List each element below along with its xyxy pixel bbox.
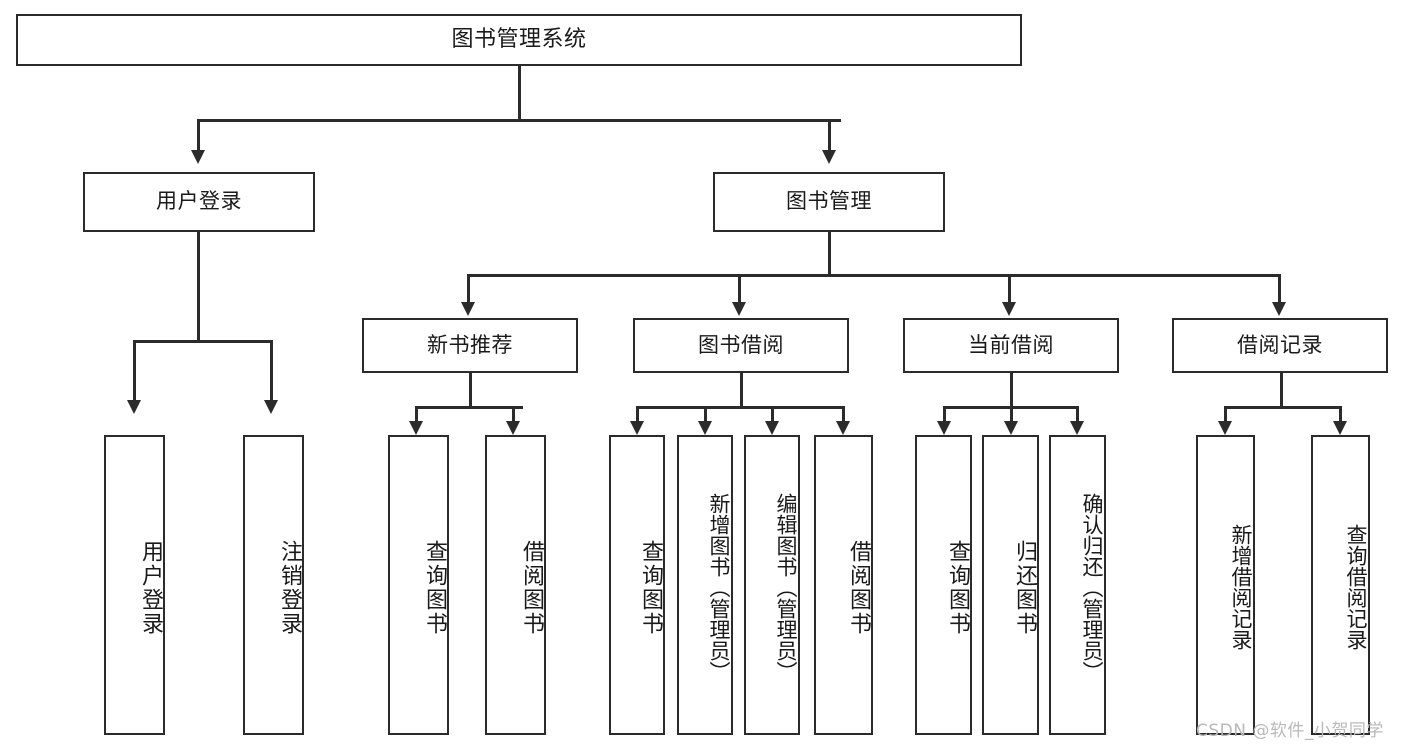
- watermark-csdn: CSDN @软件_小贺同学: [1196, 721, 1384, 741]
- connector-book-borrow-stem: [740, 373, 743, 408]
- connector-to-current-borrow: [1008, 274, 1011, 304]
- node-borrow-record[interactable]: 借阅记录: [1172, 318, 1388, 373]
- connector-book-management-stem: [828, 232, 831, 276]
- connector-root-to-book-management: [828, 119, 831, 152]
- node-label: 确认归还（管理员）: [1080, 492, 1104, 682]
- connector-to-book-borrow: [738, 274, 741, 304]
- arrow-to-query-book-bb: [630, 421, 644, 435]
- arrow-to-edit-book-bb: [765, 421, 779, 435]
- leaf-add-borrow-record[interactable]: 新增借阅记录: [1196, 435, 1255, 735]
- connector-user-login-right-drop: [270, 340, 273, 402]
- connector-root-stem: [518, 66, 521, 121]
- node-root-library-management-system[interactable]: 图书管理系统: [16, 14, 1022, 66]
- node-new-book-recommend[interactable]: 新书推荐: [362, 318, 578, 373]
- connector-root-to-user-login: [197, 119, 200, 152]
- node-label: 用户登录: [138, 540, 163, 636]
- leaf-edit-book-admin[interactable]: 编辑图书（管理员）: [744, 435, 800, 735]
- connector-current-borrow-stem: [1010, 373, 1013, 408]
- connector-bb-drop-1: [636, 406, 639, 424]
- connector-br-drop-1: [1224, 406, 1227, 424]
- arrow-to-current-borrow: [1002, 302, 1016, 316]
- arrow-to-book-management: [822, 150, 836, 164]
- connector-cb-drop-3: [1076, 406, 1079, 424]
- connector-user-login-stem: [197, 232, 200, 342]
- node-label: 归还图书: [1012, 540, 1037, 636]
- node-label: 查询图书: [638, 540, 663, 636]
- connector-user-login-left-drop: [133, 340, 136, 402]
- arrow-to-query-borrow-record: [1333, 421, 1347, 435]
- connector-nbr-drop-1: [415, 406, 418, 424]
- node-label: 查询图书: [422, 540, 447, 636]
- arrow-to-add-borrow-record: [1218, 421, 1232, 435]
- leaf-query-book-new-recommend[interactable]: 查询图书: [388, 435, 449, 735]
- connector-book-borrow-bus: [636, 406, 844, 409]
- connector-bb-drop-2: [704, 406, 707, 424]
- leaf-add-book-admin[interactable]: 新增图书（管理员）: [677, 435, 733, 735]
- arrow-to-add-book-bb: [698, 421, 712, 435]
- node-current-borrow[interactable]: 当前借阅: [903, 318, 1119, 373]
- arrow-to-borrow-book-bb: [836, 421, 850, 435]
- connector-bb-drop-3: [771, 406, 774, 424]
- connector-to-new-book-recommend: [467, 274, 470, 304]
- connector-book-management-bus: [467, 274, 1281, 277]
- node-label: 当前借阅: [968, 332, 1054, 357]
- leaf-user-login[interactable]: 用户登录: [104, 435, 165, 735]
- leaf-logout[interactable]: 注销登录: [243, 435, 304, 735]
- leaf-borrow-book-new-recommend[interactable]: 借阅图书: [485, 435, 546, 735]
- node-label: 查询借阅记录: [1344, 524, 1368, 650]
- node-label: 新书推荐: [427, 332, 513, 357]
- arrow-to-book-borrow: [732, 302, 746, 316]
- node-label: 图书管理: [786, 189, 872, 214]
- leaf-borrow-book[interactable]: 借阅图书: [814, 435, 873, 735]
- connector-borrow-record-bus: [1224, 406, 1340, 409]
- connector-to-borrow-record: [1278, 274, 1281, 304]
- connector-nbr-drop-2: [512, 406, 515, 424]
- node-label: 新增借阅记录: [1229, 524, 1253, 650]
- node-label: 借阅图书: [846, 540, 871, 636]
- leaf-query-borrow-record[interactable]: 查询借阅记录: [1311, 435, 1370, 735]
- node-label: 图书借阅: [698, 332, 784, 357]
- node-book-management[interactable]: 图书管理: [713, 172, 945, 232]
- arrow-to-user-login: [191, 150, 205, 164]
- node-label: 借阅图书: [519, 540, 544, 636]
- arrow-to-return-book-cb: [1004, 421, 1018, 435]
- arrow-to-query-book-cb: [937, 421, 951, 435]
- connector-new-book-recommend-stem: [469, 373, 472, 408]
- arrow-to-borrow-book-nbr: [506, 421, 520, 435]
- arrow-to-query-book-nbr: [409, 421, 423, 435]
- leaf-return-book[interactable]: 归还图书: [982, 435, 1039, 735]
- connector-user-login-bus: [133, 340, 272, 343]
- node-user-login[interactable]: 用户登录: [83, 172, 315, 232]
- node-label: 新增图书（管理员）: [707, 492, 731, 682]
- arrow-to-logout-leaf: [264, 400, 278, 414]
- leaf-query-book-current[interactable]: 查询图书: [915, 435, 972, 735]
- connector-bb-drop-4: [842, 406, 845, 424]
- connector-borrow-record-stem: [1280, 373, 1283, 408]
- node-label: 编辑图书（管理员）: [774, 492, 798, 682]
- connector-br-drop-2: [1339, 406, 1342, 424]
- connector-new-book-recommend-bus: [415, 406, 523, 409]
- node-label: 用户登录: [156, 189, 242, 214]
- leaf-confirm-return-admin[interactable]: 确认归还（管理员）: [1049, 435, 1106, 735]
- arrow-to-confirm-return-cb: [1070, 421, 1084, 435]
- connector-root-bus: [197, 119, 841, 122]
- node-label: 查询图书: [945, 540, 970, 636]
- connector-cb-drop-1: [943, 406, 946, 424]
- node-label: 图书管理系统: [451, 26, 587, 52]
- node-label: 借阅记录: [1237, 332, 1323, 357]
- connector-cb-drop-2: [1010, 406, 1013, 424]
- arrow-to-borrow-record: [1272, 302, 1286, 316]
- leaf-query-book-borrow[interactable]: 查询图书: [609, 435, 665, 735]
- node-label: 注销登录: [277, 540, 302, 636]
- node-book-borrow[interactable]: 图书借阅: [633, 318, 849, 373]
- arrow-to-new-book-recommend: [461, 302, 475, 316]
- arrow-to-user-login-leaf: [127, 400, 141, 414]
